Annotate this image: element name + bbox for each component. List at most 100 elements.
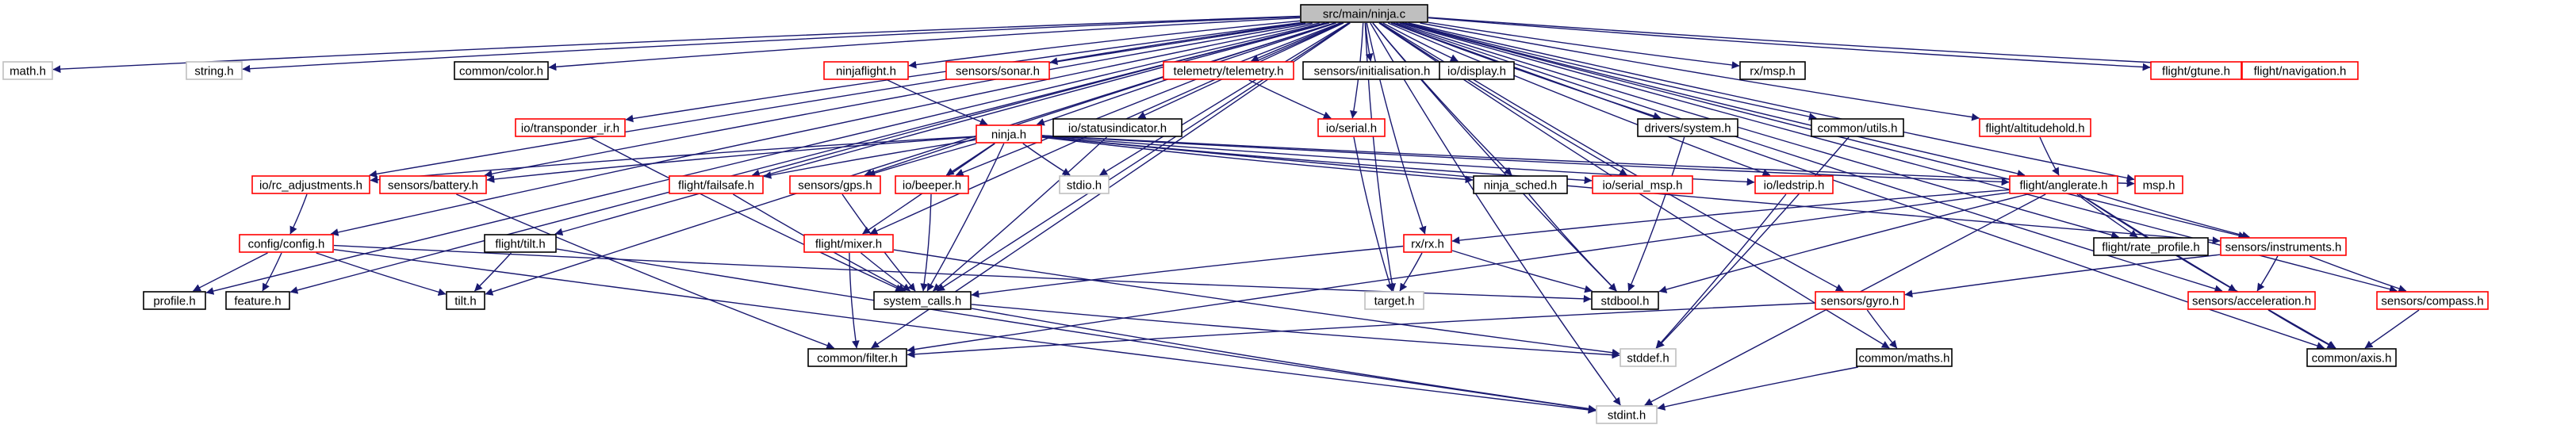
node-label: common/color.h <box>459 65 543 78</box>
node-box <box>1592 175 1693 194</box>
node-stdbool[interactable]: stdbool.h <box>1591 291 1659 310</box>
edge-gyro-to-filter <box>907 302 1815 358</box>
node-serialmsp[interactable]: io/serial_msp.h <box>1592 175 1693 194</box>
edge-root-to-navigation <box>1428 17 2242 71</box>
node-utils[interactable]: common/utils.h <box>1811 118 1904 137</box>
node-anglerate[interactable]: flight/anglerate.h <box>2009 175 2118 194</box>
node-feature[interactable]: feature.h <box>225 291 290 310</box>
node-color[interactable]: common/color.h <box>454 61 549 80</box>
node-label: feature.h <box>234 295 281 308</box>
node-profile[interactable]: profile.h <box>143 291 206 310</box>
node-sensinit[interactable]: sensors/initialisation.h <box>1302 61 1442 80</box>
edge-ninjah-to-msp <box>1041 135 2135 188</box>
edge-anglerate-to-stdbool <box>1658 193 2028 293</box>
node-transponder[interactable]: io/transponder_ir.h <box>515 118 626 137</box>
node-display[interactable]: io/display.h <box>1439 61 1515 80</box>
edge-root-to-axis <box>1391 22 2325 350</box>
node-box <box>1811 118 1904 137</box>
node-box <box>669 175 764 194</box>
edge-root-to-ledstrip <box>1387 22 1771 177</box>
edge-root-to-serialmsp <box>1379 22 1627 176</box>
node-box <box>515 118 626 137</box>
node-stddef[interactable]: stddef.h <box>1620 348 1677 367</box>
node-failsafe[interactable]: flight/failsafe.h <box>669 175 764 194</box>
edge-root-to-gtune <box>1428 17 2151 71</box>
node-axis[interactable]: common/axis.h <box>2306 348 2397 367</box>
node-msp[interactable]: msp.h <box>2134 175 2183 194</box>
node-label: flight/navigation.h <box>2254 65 2347 78</box>
node-label: io/transponder_ir.h <box>521 122 619 136</box>
node-label: msp.h <box>2143 179 2175 193</box>
node-gps[interactable]: sensors/gps.h <box>789 175 881 194</box>
edge-serial-to-target <box>1353 136 1393 292</box>
node-label: ninja.h <box>991 128 1026 142</box>
node-label: sensors/compass.h <box>2381 295 2483 308</box>
edge-telemetry-to-serial <box>1248 79 1332 119</box>
edge-flighttilt-to-stdint <box>556 248 1597 413</box>
edge-mixer-to-stddef <box>893 249 1620 357</box>
node-telemetry[interactable]: telemetry/telemetry.h <box>1163 61 1294 80</box>
node-tilt[interactable]: tilt.h <box>446 291 485 310</box>
node-maths[interactable]: common/maths.h <box>1856 348 1953 367</box>
node-label: io/display.h <box>1447 65 1506 78</box>
node-mixer[interactable]: flight/mixer.h <box>803 234 894 253</box>
edge-root-to-msp <box>1408 22 2135 182</box>
edge-instruments-to-compass <box>2309 255 2407 293</box>
node-label: string.h <box>194 65 233 78</box>
node-box <box>1163 61 1294 80</box>
node-box <box>2241 61 2359 80</box>
node-instruments[interactable]: sensors/instruments.h <box>2220 237 2347 256</box>
node-box <box>484 234 557 253</box>
node-math[interactable]: math.h <box>2 61 53 80</box>
node-rcadj[interactable]: io/rc_adjustments.h <box>251 175 370 194</box>
node-navigation[interactable]: flight/navigation.h <box>2241 61 2359 80</box>
node-string[interactable]: string.h <box>186 61 243 80</box>
node-flighttilt[interactable]: flight/tilt.h <box>484 234 557 253</box>
node-ninjasched[interactable]: ninja_sched.h <box>1473 175 1568 194</box>
edge-root-to-altitudehold <box>1420 22 1980 121</box>
node-label: tilt.h <box>454 295 477 308</box>
node-gtune[interactable]: flight/gtune.h <box>2150 61 2242 80</box>
node-box <box>1596 405 1658 424</box>
node-label: sensors/gyro.h <box>1821 295 1899 308</box>
edge-compass-to-axis <box>2364 309 2420 349</box>
node-box <box>1300 4 1428 23</box>
node-ninjaflight[interactable]: ninjaflight.h <box>823 61 909 80</box>
node-drvsystem[interactable]: drivers/system.h <box>1637 118 1738 137</box>
node-label: ninjaflight.h <box>836 65 896 78</box>
edge-root-to-battery <box>484 22 1313 178</box>
node-sonar[interactable]: sensors/sonar.h <box>945 61 1050 80</box>
node-compass[interactable]: sensors/compass.h <box>2376 291 2489 310</box>
node-box <box>186 61 243 80</box>
edge-root-to-beeper <box>955 22 1340 177</box>
edge-battery-to-filter <box>456 193 835 350</box>
node-filter[interactable]: common/filter.h <box>807 348 907 367</box>
node-gyro[interactable]: sensors/gyro.h <box>1815 291 1905 310</box>
node-serial[interactable]: io/serial.h <box>1317 118 1386 137</box>
node-statusind[interactable]: io/statusindicator.h <box>1052 118 1183 137</box>
edge-ninjah-to-gps <box>867 143 977 177</box>
node-box <box>1637 118 1738 137</box>
node-altitudehold[interactable]: flight/altitudehold.h <box>1979 118 2091 137</box>
node-root[interactable]: src/main/ninja.c <box>1300 4 1428 23</box>
edge-rx-to-target <box>1399 252 1423 292</box>
node-config[interactable]: config/config.h <box>239 234 334 253</box>
node-rxmsp[interactable]: rx/msp.h <box>1739 61 1806 80</box>
node-stdio[interactable]: stdio.h <box>1059 175 1110 194</box>
edge-root-to-sonar <box>1049 22 1304 65</box>
node-systemcalls[interactable]: system_calls.h <box>873 291 972 310</box>
node-beeper[interactable]: io/beeper.h <box>895 175 969 194</box>
node-rateprofile[interactable]: flight/rate_profile.h <box>2093 237 2209 256</box>
node-stdint[interactable]: stdint.h <box>1596 405 1658 424</box>
edge-statusind-to-systemcalls <box>933 136 1107 292</box>
node-target[interactable]: target.h <box>1364 291 1424 310</box>
node-ledstrip[interactable]: io/ledstrip.h <box>1754 175 1834 194</box>
node-accel[interactable]: sensors/acceleration.h <box>2187 291 2316 310</box>
node-box <box>251 175 370 194</box>
node-box <box>1473 175 1568 194</box>
node-rx[interactable]: rx/rx.h <box>1403 234 1452 253</box>
node-ninjah[interactable]: ninja.h <box>976 124 1042 144</box>
edge-instruments-to-gyro <box>1904 254 2221 298</box>
edge-config-to-tilt <box>316 252 447 297</box>
node-battery[interactable]: sensors/battery.h <box>379 175 487 194</box>
